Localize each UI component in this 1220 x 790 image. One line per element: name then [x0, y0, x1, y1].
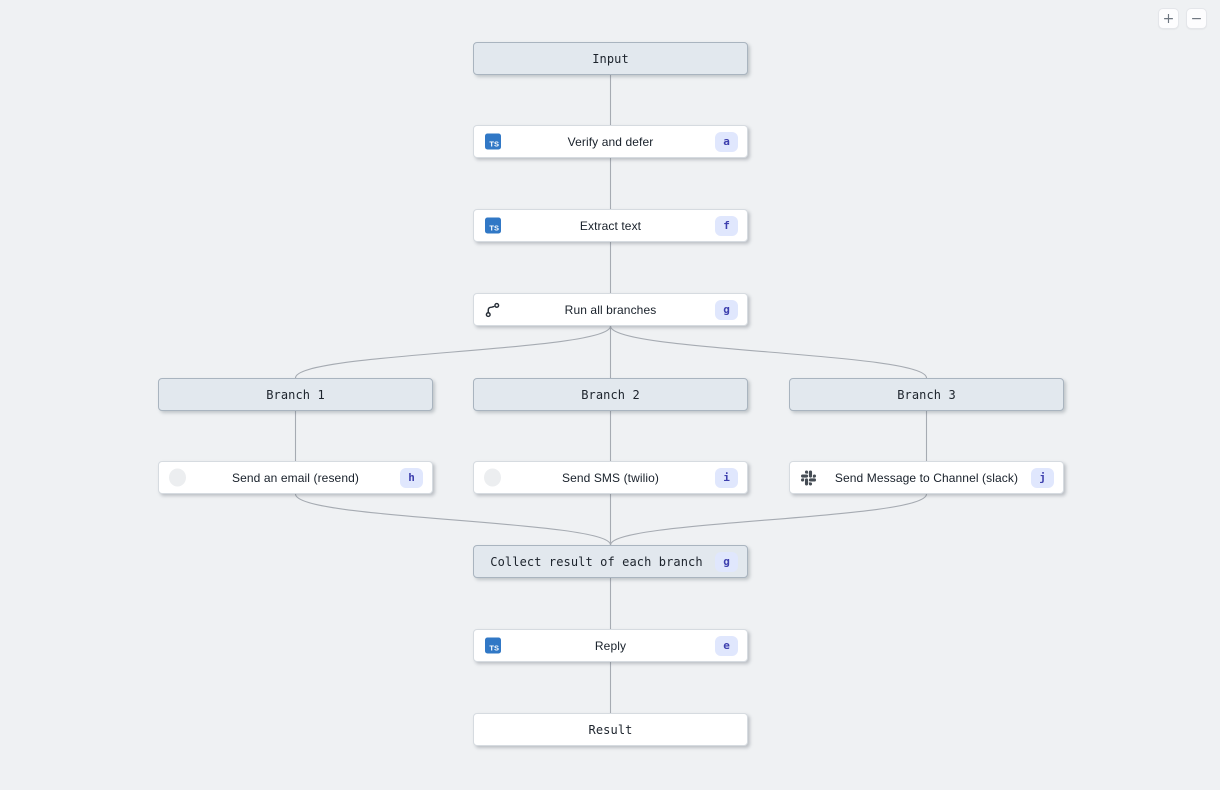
- node-branch-2[interactable]: Branch 2: [473, 378, 748, 411]
- node-collect-result[interactable]: Collect result of each branch g: [473, 545, 748, 578]
- node-send-email-label: Send an email (resend): [232, 470, 359, 485]
- node-reply[interactable]: TS Reply e: [473, 629, 748, 662]
- node-result[interactable]: Result: [473, 713, 748, 746]
- node-verify-and-defer[interactable]: TS Verify and defer a: [473, 125, 748, 158]
- node-extract-label: Extract text: [579, 218, 642, 233]
- node-branch-1-label: Branch 1: [266, 387, 325, 402]
- node-extract-text[interactable]: TS Extract text f: [473, 209, 748, 242]
- zoom-controls: + −: [1158, 8, 1207, 29]
- resend-icon: [169, 468, 186, 487]
- node-input-label: Input: [592, 51, 629, 66]
- node-input[interactable]: Input: [473, 42, 748, 75]
- zoom-in-button[interactable]: +: [1158, 8, 1179, 29]
- node-send-sms-twilio[interactable]: Send SMS (twilio) i: [473, 461, 748, 494]
- node-result-label: Result: [588, 722, 633, 737]
- node-run-branches-label: Run all branches: [564, 302, 657, 317]
- node-reply-label: Reply: [594, 638, 627, 653]
- node-collect-label: Collect result of each branch: [490, 554, 703, 569]
- node-extract-badge: f: [715, 215, 738, 236]
- node-branch-1[interactable]: Branch 1: [158, 378, 433, 411]
- node-send-slack-badge: j: [1031, 467, 1054, 488]
- node-verify-label: Verify and defer: [567, 134, 654, 149]
- node-send-sms-label: Send SMS (twilio): [561, 470, 660, 485]
- typescript-icon: TS: [484, 637, 501, 654]
- slack-icon: [800, 469, 817, 486]
- node-collect-badge: g: [715, 551, 738, 572]
- node-send-email-resend[interactable]: Send an email (resend) h: [158, 461, 433, 494]
- node-branch-3[interactable]: Branch 3: [789, 378, 1064, 411]
- node-reply-badge: e: [715, 635, 738, 656]
- node-run-all-branches[interactable]: Run all branches g: [473, 293, 748, 326]
- node-branch-3-label: Branch 3: [897, 387, 956, 402]
- node-verify-badge: a: [715, 131, 738, 152]
- node-run-branches-badge: g: [715, 299, 738, 320]
- typescript-icon: TS: [484, 133, 501, 150]
- node-send-sms-badge: i: [715, 467, 738, 488]
- minus-icon: −: [1190, 10, 1203, 27]
- git-branch-icon: [484, 301, 501, 318]
- node-branch-2-label: Branch 2: [581, 387, 640, 402]
- zoom-out-button[interactable]: −: [1186, 8, 1207, 29]
- node-send-message-slack[interactable]: Send Message to Channel (slack) j: [789, 461, 1064, 494]
- typescript-icon: TS: [484, 217, 501, 234]
- node-send-slack-label: Send Message to Channel (slack): [834, 470, 1019, 485]
- node-send-email-badge: h: [400, 467, 423, 488]
- twilio-icon: [484, 468, 501, 487]
- plus-icon: +: [1162, 10, 1175, 27]
